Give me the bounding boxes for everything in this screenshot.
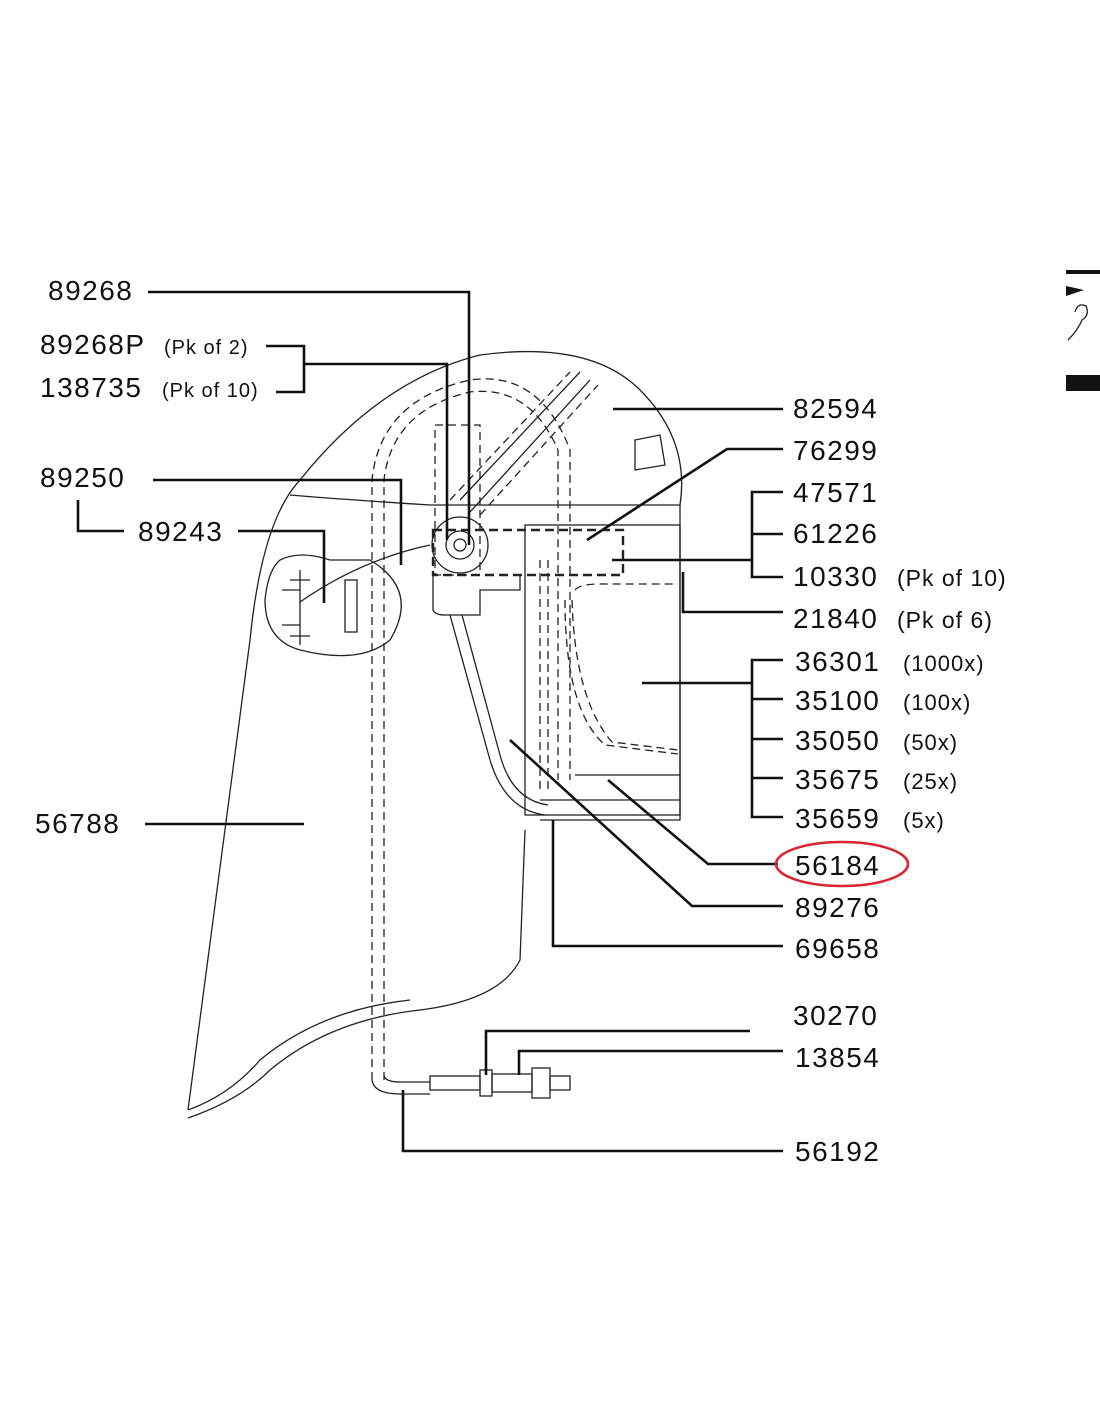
part-note-35100: (100x) bbox=[903, 690, 971, 715]
part-note-35659: (5x) bbox=[903, 808, 945, 833]
leader-lines bbox=[76, 290, 783, 1153]
part-number-138735: 138735 bbox=[40, 372, 142, 403]
part-number-13854: 13854 bbox=[795, 1042, 880, 1073]
part-number-82594: 82594 bbox=[793, 393, 878, 424]
part-number-89268: 89268 bbox=[48, 275, 133, 306]
part-note-10330: (Pk of 10) bbox=[897, 565, 1007, 591]
cropped-fragment bbox=[1066, 270, 1100, 391]
part-number-56192: 56192 bbox=[795, 1136, 880, 1167]
part-number-76299: 76299 bbox=[793, 435, 878, 466]
part-number-89250: 89250 bbox=[40, 462, 125, 493]
part-number-35675: 35675 bbox=[795, 764, 880, 795]
part-number-35050: 35050 bbox=[795, 725, 880, 756]
part-number-89268P: 89268P bbox=[40, 329, 146, 360]
part-note-138735: (Pk of 10) bbox=[162, 380, 259, 402]
part-number-35659: 35659 bbox=[795, 803, 880, 834]
highlight-circle-56184 bbox=[774, 840, 910, 888]
part-number-47571: 47571 bbox=[793, 477, 878, 508]
part-number-89276: 89276 bbox=[795, 892, 880, 923]
part-number-56184: 56184 bbox=[795, 850, 880, 881]
part-number-56788: 56788 bbox=[35, 808, 120, 839]
part-labels: 89268 89268P (Pk of 2) 138735 (Pk of 10)… bbox=[35, 275, 1007, 1167]
part-note-89268P: (Pk of 2) bbox=[164, 337, 249, 359]
part-number-36301: 36301 bbox=[795, 646, 880, 677]
part-number-69658: 69658 bbox=[795, 933, 880, 964]
hood-illustration bbox=[187, 350, 683, 1119]
part-note-21840: (Pk of 6) bbox=[897, 607, 993, 633]
part-number-89243: 89243 bbox=[138, 516, 223, 547]
part-number-21840: 21840 bbox=[793, 603, 878, 634]
part-note-35675: (25x) bbox=[903, 769, 958, 794]
part-number-30270: 30270 bbox=[793, 1000, 878, 1031]
part-number-10330: 10330 bbox=[793, 561, 878, 592]
part-note-36301: (1000x) bbox=[903, 651, 985, 676]
part-number-61226: 61226 bbox=[793, 518, 878, 549]
part-note-35050: (50x) bbox=[903, 730, 958, 755]
part-number-35100: 35100 bbox=[795, 685, 880, 716]
